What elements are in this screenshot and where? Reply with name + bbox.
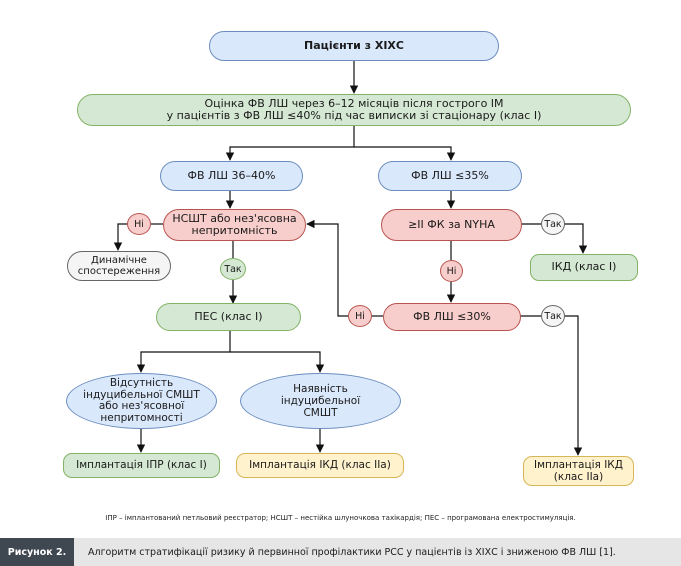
node-observation: Динамічне спостереження — [67, 251, 171, 281]
node-ilr-implant: Імплантація ІПР (клас І) — [63, 453, 220, 478]
node-absent-line4: непритомності — [100, 411, 183, 424]
node-nyha-text: ≥II ФК за NYHA — [408, 217, 495, 231]
node-start: Пацієнти з ХІХС — [209, 31, 499, 61]
node-lvef-le30-text: ФВ ЛШ ≤30% — [413, 309, 491, 323]
node-ilr-implant-text: Імплантація ІПР (клас І) — [76, 459, 207, 472]
node-nyha: ≥II ФК за NYHA — [381, 209, 522, 241]
node-present-smvt: Наявність індуцибельної СМШТ — [240, 373, 401, 429]
node-lvef-36-40-text: ФВ ЛШ 36–40% — [187, 168, 276, 182]
edge-pes-absent — [136, 330, 231, 373]
node-assessment-line2: у пацієнтів з ФВ ЛШ ≤40% під час виписки… — [166, 109, 542, 122]
node-icd-implant-2a: Імплантація ІКД (клас ІІа) — [236, 453, 404, 478]
branch-yes-nsvt-text: Так — [224, 263, 242, 275]
node-nsvt-line2: непритомність — [191, 224, 278, 237]
branch-yes-nyha: Так — [541, 213, 565, 235]
node-absent-smvt: Відсутність індуцибельної СМШТ або нез'я… — [66, 373, 217, 429]
node-icd-final-line2: (клас ІІа) — [553, 471, 604, 483]
edge-assess-lvef3640 — [225, 125, 355, 161]
node-pes-text: ПЕС (клас І) — [194, 309, 263, 323]
node-absent-line3: або нез'ясовної — [98, 400, 185, 412]
node-observation-line2: спостереження — [77, 266, 161, 277]
node-nsvt-line1: НСШТ або нез'ясовна — [172, 211, 297, 225]
node-absent-line1: Відсутність — [109, 377, 174, 389]
edge-pes-present — [230, 351, 325, 373]
branch-no-nsvt: Ні — [127, 213, 151, 235]
node-observation-line1: Динамічне — [91, 254, 147, 266]
edge-yes-finalicd — [564, 315, 583, 456]
node-present-line2: індуцибельної — [280, 395, 361, 407]
branch-yes-lvef30: Так — [541, 305, 565, 327]
node-assessment-line1: Оцінка ФВ ЛШ через 6–12 місяців після го… — [204, 96, 504, 110]
node-absent-line2: індуцибельної СМШТ — [83, 388, 200, 401]
branch-no-nyha: Ні — [440, 260, 463, 282]
figure-caption: Рисунок 2. Алгоритм стратифікації ризику… — [0, 538, 681, 566]
edge-no-observation — [113, 223, 127, 251]
node-present-line1: Наявність — [293, 383, 348, 395]
edge-no-nsvt — [306, 219, 348, 317]
branch-no-nyha-text: Ні — [446, 265, 457, 277]
branch-no-lvef30-text: Ні — [355, 310, 365, 322]
branch-no-lvef30: Ні — [348, 305, 372, 327]
edge-yes-icd1 — [564, 223, 588, 254]
abbreviations-note: ІПР – імплантований петльовий реєстратор… — [105, 514, 576, 522]
node-lvef-le30: ФВ ЛШ ≤30% — [383, 303, 521, 331]
node-icd-class1-text: ІКД (клас І) — [551, 260, 617, 274]
node-pes: ПЕС (клас І) — [156, 303, 301, 331]
node-lvef-36-40: ФВ ЛШ 36–40% — [160, 161, 303, 191]
figure-label: Рисунок 2. — [0, 538, 74, 566]
node-start-text: Пацієнти з ХІХС — [304, 38, 404, 52]
edge-assess-lvef35 — [354, 146, 456, 161]
node-nsvt-syncope: НСШТ або нез'ясовна непритомність — [163, 209, 306, 241]
node-icd-implant-2a-text: Імплантація ІКД (клас ІІа) — [249, 459, 391, 472]
node-icd-class1: ІКД (клас І) — [530, 254, 638, 281]
branch-yes-nyha-text: Так — [544, 218, 562, 230]
branch-yes-lvef30-text: Так — [544, 310, 562, 322]
node-present-line3: СМШТ — [303, 407, 338, 419]
node-lvef-le35: ФВ ЛШ ≤35% — [378, 161, 522, 191]
node-lvef-le35-text: ФВ ЛШ ≤35% — [411, 168, 489, 182]
node-icd-implant-final: Імплантація ІКД (клас ІІа) — [523, 456, 634, 486]
branch-no-nsvt-text: Ні — [134, 218, 144, 230]
node-icd-final-line1: Імплантація ІКД — [534, 459, 623, 471]
branch-yes-nsvt: Так — [220, 258, 246, 280]
node-assessment: Оцінка ФВ ЛШ через 6–12 місяців після го… — [77, 94, 631, 126]
flowchart-connectors — [113, 60, 588, 456]
figure-caption-text: Алгоритм стратифікації ризику й первинно… — [88, 546, 616, 558]
